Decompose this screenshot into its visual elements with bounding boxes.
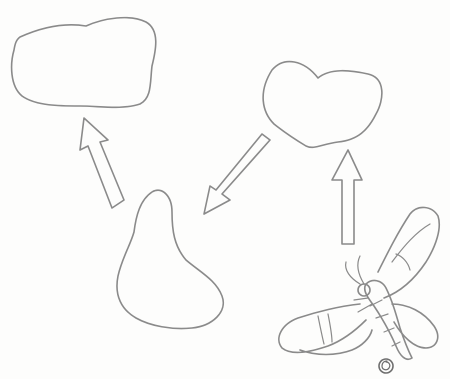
arrow-down-left-icon xyxy=(204,134,270,214)
blob-middle xyxy=(117,190,223,328)
egg-icon xyxy=(379,359,393,373)
blob-top-left xyxy=(12,18,156,108)
blob-top-right xyxy=(263,62,382,148)
moth-icon xyxy=(279,207,439,359)
arrow-up-icon xyxy=(332,150,362,244)
arrow-up-left-icon xyxy=(80,118,124,208)
